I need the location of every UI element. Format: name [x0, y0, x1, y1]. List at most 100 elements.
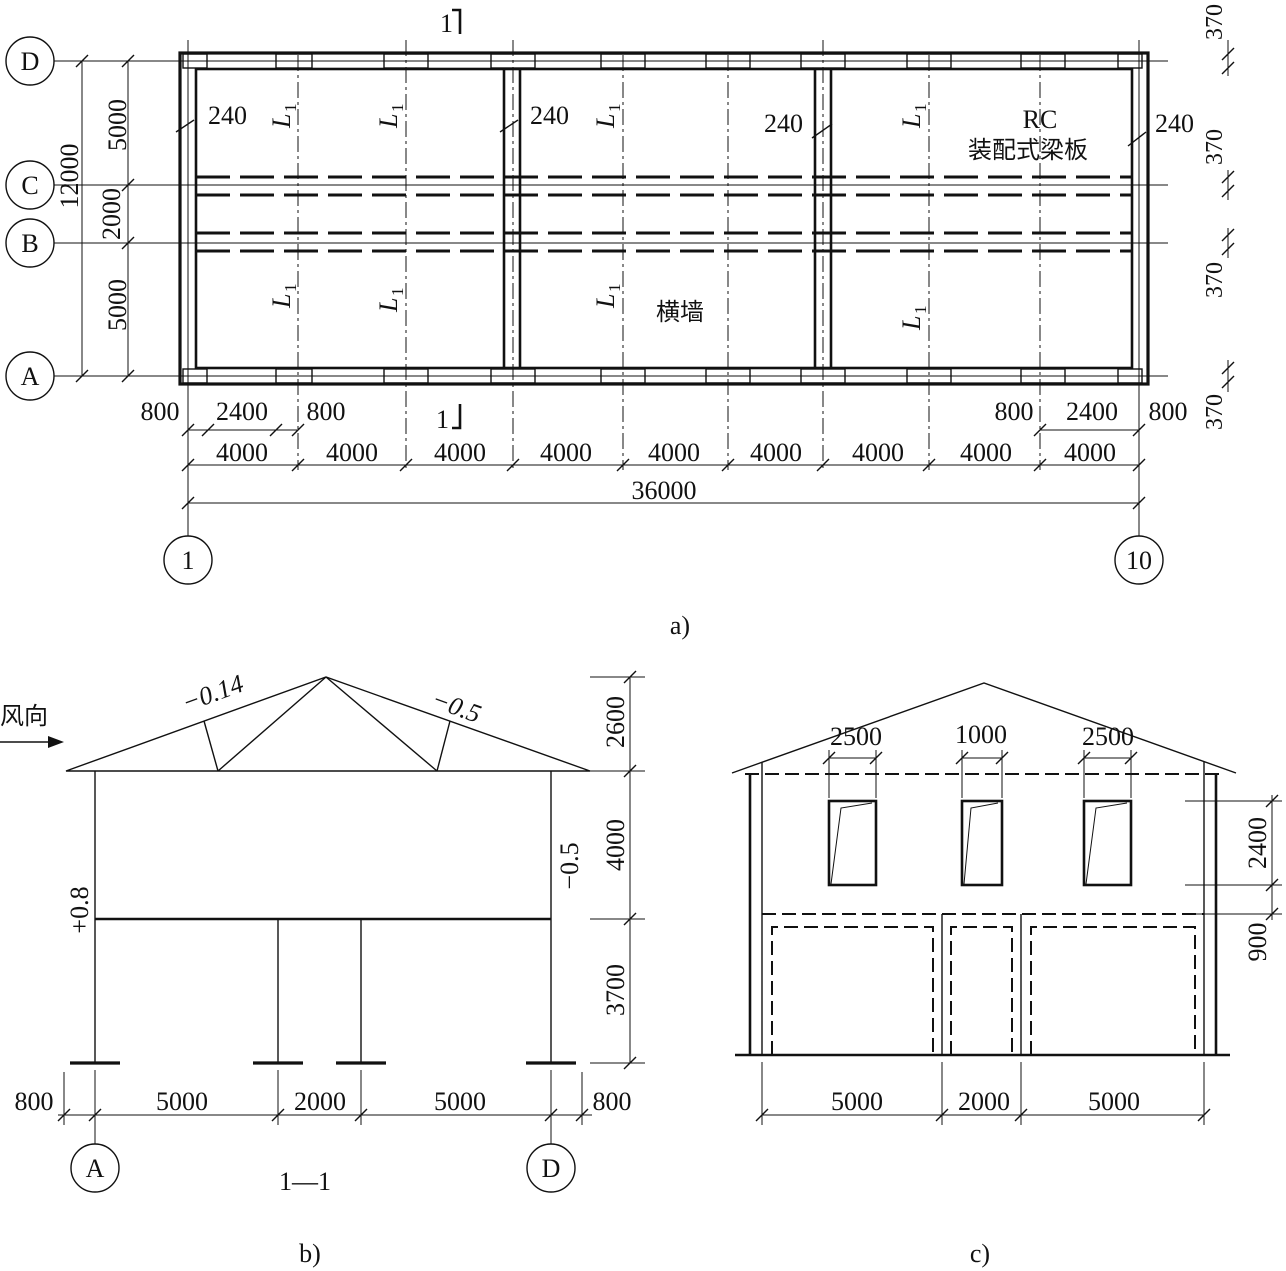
- section-height-dims: 2600 4000 3700: [590, 670, 645, 1070]
- svg-text:1: 1: [281, 104, 300, 113]
- wind-arrow-icon: [48, 736, 64, 748]
- dim-right-370-3: 370: [1202, 262, 1228, 298]
- wall-240-4: 240: [1155, 109, 1194, 138]
- slab-label: 装配式梁板: [968, 136, 1088, 164]
- svg-text:L: L: [591, 294, 620, 309]
- right-dimensions: 370 370 370 370: [1202, 4, 1235, 430]
- section-h-4000: 4000: [601, 819, 630, 871]
- bay-dim-3: 4000: [434, 438, 486, 467]
- dim-left-5000-top: 5000: [103, 99, 132, 151]
- coef-right-roof: −0.5: [428, 684, 485, 728]
- svg-text:L: L: [374, 298, 403, 313]
- section-marks: 1 1: [436, 8, 462, 434]
- section-dim-5000-right: 5000: [434, 1087, 486, 1116]
- beam-labels: L1 L1 L1 L1 L1 L1 L1 L1: [267, 104, 930, 332]
- beam-L1-6: L1: [374, 288, 407, 314]
- section-bottom-dims: 800 5000 2000 5000 800: [15, 1070, 632, 1145]
- beam-L1-2: L1: [374, 104, 407, 130]
- elevation-windows: [827, 799, 1133, 887]
- vertical-grid-lines: [187, 40, 1140, 505]
- elev-dim-5000-left: 5000: [831, 1087, 883, 1116]
- svg-text:1: 1: [605, 284, 624, 293]
- section-dim-800-right: 800: [593, 1087, 632, 1116]
- cross-walls: [502, 69, 833, 368]
- bay-dim-8: 4000: [960, 438, 1012, 467]
- window-dims: 2500 1000 2500: [822, 720, 1138, 798]
- beam-L1-7: L1: [591, 284, 624, 310]
- svg-text:1: 1: [911, 306, 930, 315]
- caption-b: b): [299, 1239, 321, 1268]
- left-dimensions: 5000 2000 5000 12000: [55, 54, 135, 383]
- svg-text:1: 1: [388, 104, 407, 113]
- section-mark-top: 1: [440, 9, 453, 38]
- svg-text:1: 1: [281, 284, 300, 293]
- section-axis-A: A: [86, 1154, 105, 1183]
- wall-thickness-labels: 240 240 240 240: [175, 101, 1194, 147]
- dim-right-370-2: 370: [1202, 129, 1228, 165]
- section-1-1: 风向 −0.14 −0.5 +0.8 −0.5: [0, 669, 645, 1268]
- dim-2400-left: 2400: [216, 397, 268, 426]
- wall-240-3: 240: [764, 109, 803, 138]
- elevation-bays: [771, 914, 1196, 1055]
- wall-240-1: 240: [208, 101, 247, 130]
- elev-dim-2000: 2000: [958, 1087, 1010, 1116]
- bay-dim-1: 4000: [216, 438, 268, 467]
- axis-10: 10: [1126, 546, 1152, 575]
- caption-c: c): [970, 1239, 990, 1268]
- elev-h-900: 900: [1243, 923, 1272, 962]
- coef-leeward: −0.5: [555, 842, 584, 889]
- windows-bottom: [182, 368, 1143, 384]
- gable-roof: [731, 682, 1237, 774]
- beam-L1-8: L1: [897, 306, 930, 332]
- elevation-height-dims: 2400 900: [1185, 794, 1282, 962]
- horizontal-axis-lines: [50, 60, 1168, 377]
- dim-right-370-1: 370: [1202, 4, 1228, 40]
- axis-1: 1: [182, 546, 195, 575]
- svg-text:1: 1: [911, 104, 930, 113]
- dim-left-12000: 12000: [55, 144, 84, 209]
- section-title: 1—1: [279, 1167, 331, 1196]
- bay-dim-4: 4000: [540, 438, 592, 467]
- section-mark-bottom: 1: [436, 405, 449, 434]
- svg-text:L: L: [897, 114, 926, 129]
- dim-800-left-2: 800: [307, 397, 346, 426]
- beam-L1-4: L1: [897, 104, 930, 130]
- axis-B: B: [21, 229, 38, 258]
- svg-text:L: L: [897, 316, 926, 331]
- svg-text:1: 1: [605, 104, 624, 113]
- beam-L1-5: L1: [267, 284, 300, 310]
- elevation: 2500 1000 2500 2400 900: [731, 682, 1282, 1268]
- beam-L1-3: L1: [591, 104, 624, 130]
- bay-dim-7: 4000: [852, 438, 904, 467]
- dim-800-right-1: 800: [995, 397, 1034, 426]
- rc-label: RC: [1023, 105, 1058, 134]
- window-dim-2500-right: 2500: [1082, 722, 1134, 751]
- dim-right-370-4: 370: [1202, 394, 1228, 430]
- svg-text:L: L: [267, 294, 296, 309]
- bay-dim-9: 4000: [1064, 438, 1116, 467]
- axis-A: A: [21, 362, 40, 391]
- cross-wall-label: 横墙: [656, 298, 704, 326]
- svg-text:L: L: [374, 114, 403, 129]
- dim-left-2000: 2000: [97, 188, 126, 240]
- axis-D: D: [21, 47, 40, 76]
- windows-top: [182, 53, 1143, 69]
- wind-direction-label: 风向: [0, 702, 48, 730]
- elev-dim-5000-right: 5000: [1088, 1087, 1140, 1116]
- section-h-2600: 2600: [601, 696, 630, 748]
- dim-left-5000-bottom: 5000: [103, 279, 132, 331]
- roof-truss: [65, 676, 591, 772]
- svg-text:1: 1: [388, 288, 407, 297]
- bay-dim-5: 4000: [648, 438, 700, 467]
- bay-dim-2: 4000: [326, 438, 378, 467]
- window-dim-1000: 1000: [955, 720, 1007, 749]
- section-dim-2000: 2000: [294, 1087, 346, 1116]
- window-dim-2500-left: 2500: [830, 722, 882, 751]
- dim-800-right-2: 800: [1149, 397, 1188, 426]
- dim-2400-right: 2400: [1066, 397, 1118, 426]
- wall-240-2: 240: [530, 101, 569, 130]
- svg-text:L: L: [267, 114, 296, 129]
- axis-bubbles-left: D C B A: [5, 36, 55, 401]
- corridor-beams: [196, 175, 1132, 253]
